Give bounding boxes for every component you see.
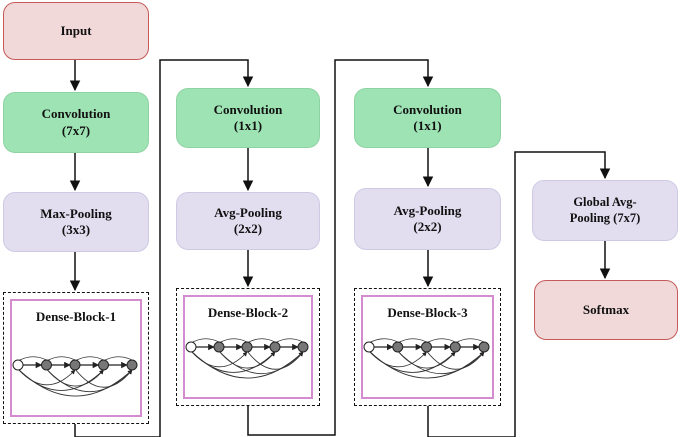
dense-layer-node (98, 359, 109, 371)
dense-upper-edge (246, 338, 276, 344)
dense-skip-edge (397, 350, 485, 374)
dense-upper-edge (190, 338, 220, 344)
convolution-1x1-node-b: Convolution (1x1) (354, 88, 501, 148)
maxpool-line2: (3x3) (61, 222, 91, 237)
dense-block-3-graph (363, 338, 490, 379)
dense-layer-node (392, 341, 404, 353)
dense-layer-node (69, 359, 81, 371)
dense-skip-edge (17, 368, 133, 397)
dense-layer-node (126, 359, 138, 371)
avgpool2-line1: Avg-Pooling (393, 202, 462, 218)
avgpool1-line2: (2x2) (233, 221, 263, 236)
dense-upper-edge (455, 338, 485, 344)
conv3-line2: (1x1) (413, 118, 442, 133)
dense-upper-edge (368, 338, 398, 344)
dense-skip-edge (368, 350, 485, 379)
input-label: Input (60, 22, 92, 38)
dense-skip-edge (74, 368, 133, 388)
connector-dense3-gap (427, 151, 611, 437)
dense-block-1-graph (12, 356, 138, 397)
avg-pooling-node-b: Avg-Pooling (2x2) (354, 188, 501, 250)
maxpool-line1: Max-Pooling (40, 205, 112, 221)
dense-layer-node (297, 341, 309, 353)
conv2-line2: (1x1) (233, 118, 263, 133)
conv3-line1: Convolution (393, 101, 462, 117)
dense-upper-edge (274, 338, 304, 344)
dense-upper-edge (426, 338, 456, 344)
dense-input-node (363, 341, 375, 353)
softmax-node: Softmax (534, 280, 678, 340)
convolution-7x7-node: Convolution (7x7) (3, 92, 149, 153)
dense-skip-edge (426, 350, 485, 370)
dense-layer-node (241, 341, 253, 353)
conv1-line2: (7x7) (61, 122, 91, 138)
dense-skip-edge (218, 350, 304, 374)
dense-layer-node (269, 341, 281, 353)
dense-upper-edge (17, 356, 47, 362)
dense-block-3-title: Dense-Block-3 (387, 305, 468, 320)
dense-upper-edge (46, 356, 76, 362)
dense-layer-node (478, 341, 490, 353)
avgpool2-line2: (2x2) (413, 219, 442, 234)
dense-block-2-title: Dense-Block-2 (207, 305, 289, 320)
dense-block-3: Dense-Block-3 (354, 288, 501, 406)
avgpool1-line1: Avg-Pooling (214, 204, 282, 220)
global-avg-pooling-node: Global Avg- Pooling (7x7) (532, 180, 678, 241)
avg-pooling-node-a: Avg-Pooling (2x2) (176, 192, 320, 250)
dense-input-node (12, 359, 24, 371)
dense-layer-node (421, 341, 432, 353)
dense-skip-edge (190, 350, 304, 379)
input-node: Input (3, 2, 149, 60)
dense-upper-edge (103, 356, 133, 362)
dense-skip-edge (46, 368, 133, 392)
dense-block-2-graph (185, 338, 309, 379)
dense-layer-node (213, 341, 225, 353)
dense-layer-node (41, 359, 52, 371)
dense-block-1-title: Dense-Block-1 (35, 309, 117, 324)
dense-layer-node (449, 341, 461, 353)
connector-dense2-conv3 (247, 59, 434, 436)
dense-block-2: Dense-Block-2 (176, 288, 320, 406)
dense-upper-edge (397, 338, 427, 344)
dense-block-1-frame (10, 299, 142, 417)
dense-input-node (185, 341, 197, 353)
max-pooling-node: Max-Pooling (3x3) (3, 192, 149, 252)
conv2-line1: Convolution (213, 101, 283, 117)
conv1-line1: Convolution (41, 106, 111, 122)
softmax-label: Softmax (582, 301, 630, 317)
gap-line1: Global Avg- (573, 194, 637, 209)
dense-upper-edge (218, 338, 248, 344)
dense-block-1: Dense-Block-1 (3, 292, 149, 424)
dense-upper-edge (74, 356, 104, 362)
convolution-1x1-node-a: Convolution (1x1) (176, 88, 320, 148)
dense-skip-edge (246, 350, 304, 370)
connector-dense1-conv2 (74, 59, 254, 437)
gap-line2: Pooling (7x7) (569, 210, 641, 225)
